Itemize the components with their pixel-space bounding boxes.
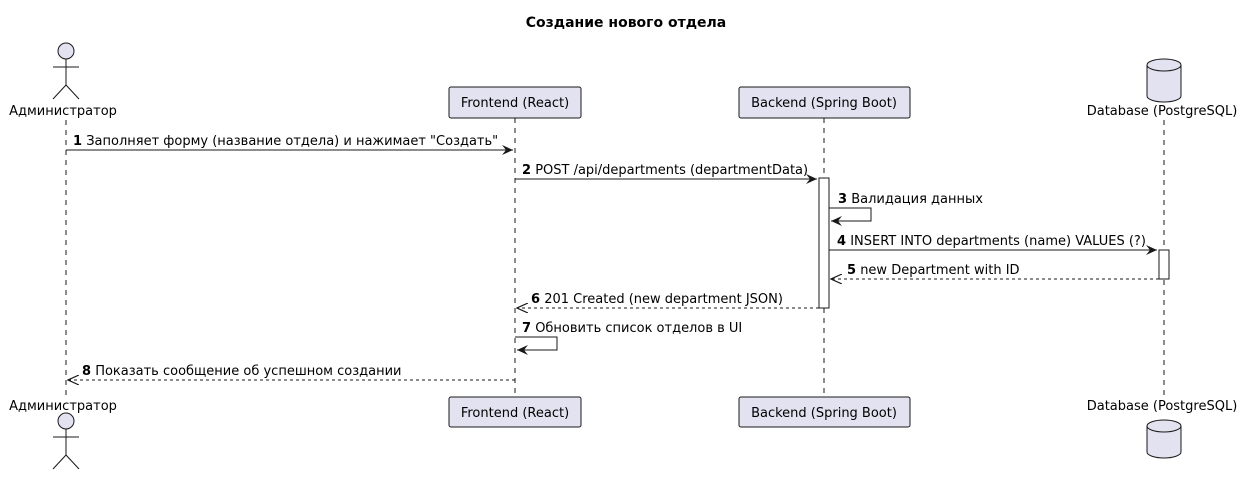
message-label-5: 5 new Department with ID bbox=[847, 263, 1020, 278]
message-label-7: 7 Обновить список отделов в UI bbox=[522, 321, 742, 336]
participant-box-frontend-bottom bbox=[448, 396, 582, 428]
actor-icon bbox=[52, 412, 80, 470]
message-label-1: 1 Заполняет форму (название отдела) и на… bbox=[73, 134, 498, 149]
participant-label-frontend-bottom: Frontend (React) bbox=[461, 406, 569, 421]
message-label-3: 3 Валидация данных bbox=[838, 192, 983, 207]
participant-backend-bottom: Backend (Spring Boot) bbox=[738, 396, 911, 428]
lifelines bbox=[65, 118, 1165, 398]
activation-database bbox=[1158, 249, 1170, 280]
message-label-2: 2 POST /api/departments (departmentData) bbox=[522, 163, 808, 178]
message-label-4: 4 INSERT INTO departments (name) VALUES … bbox=[837, 234, 1146, 249]
participant-label-admin-bottom: Администратор bbox=[9, 399, 117, 414]
message-arrow-3 bbox=[829, 207, 872, 226]
messages bbox=[66, 145, 1159, 380]
participant-label-database-bottom: Database (PostgreSQL) bbox=[1087, 399, 1238, 414]
activation-backend bbox=[818, 177, 830, 309]
participant-box-backend bbox=[738, 86, 911, 119]
message-label-8: 8 Показать сообщение об успешном создани… bbox=[82, 364, 401, 379]
participant-label-admin: Администратор bbox=[9, 104, 117, 119]
participant-label-backend-bottom: Backend (Spring Boot) bbox=[751, 406, 897, 421]
database-icon bbox=[1146, 58, 1182, 103]
participant-frontend-bottom: Frontend (React) bbox=[448, 396, 582, 428]
participant-admin-top: Администратор bbox=[9, 42, 117, 119]
participant-box-frontend bbox=[448, 86, 582, 119]
participant-label-frontend: Frontend (React) bbox=[461, 96, 569, 111]
participant-frontend-top: Frontend (React) bbox=[448, 86, 582, 119]
database-icon bbox=[1146, 419, 1182, 459]
diagram-title: Создание нового отдела bbox=[526, 15, 726, 31]
participant-label-backend: Backend (Spring Boot) bbox=[751, 96, 897, 111]
participant-backend-top: Backend (Spring Boot) bbox=[738, 86, 911, 119]
participant-database-top: Database (PostgreSQL) bbox=[1087, 58, 1238, 119]
participant-box-backend-bottom bbox=[738, 396, 911, 428]
participant-database-bottom: Database (PostgreSQL) bbox=[1087, 399, 1238, 459]
actor-icon bbox=[52, 42, 80, 100]
message-arrow-7 bbox=[515, 336, 558, 355]
participant-admin-bottom: Администратор bbox=[9, 399, 117, 470]
participant-label-database: Database (PostgreSQL) bbox=[1087, 104, 1238, 119]
message-label-6: 6 201 Created (new department JSON) bbox=[531, 292, 783, 307]
